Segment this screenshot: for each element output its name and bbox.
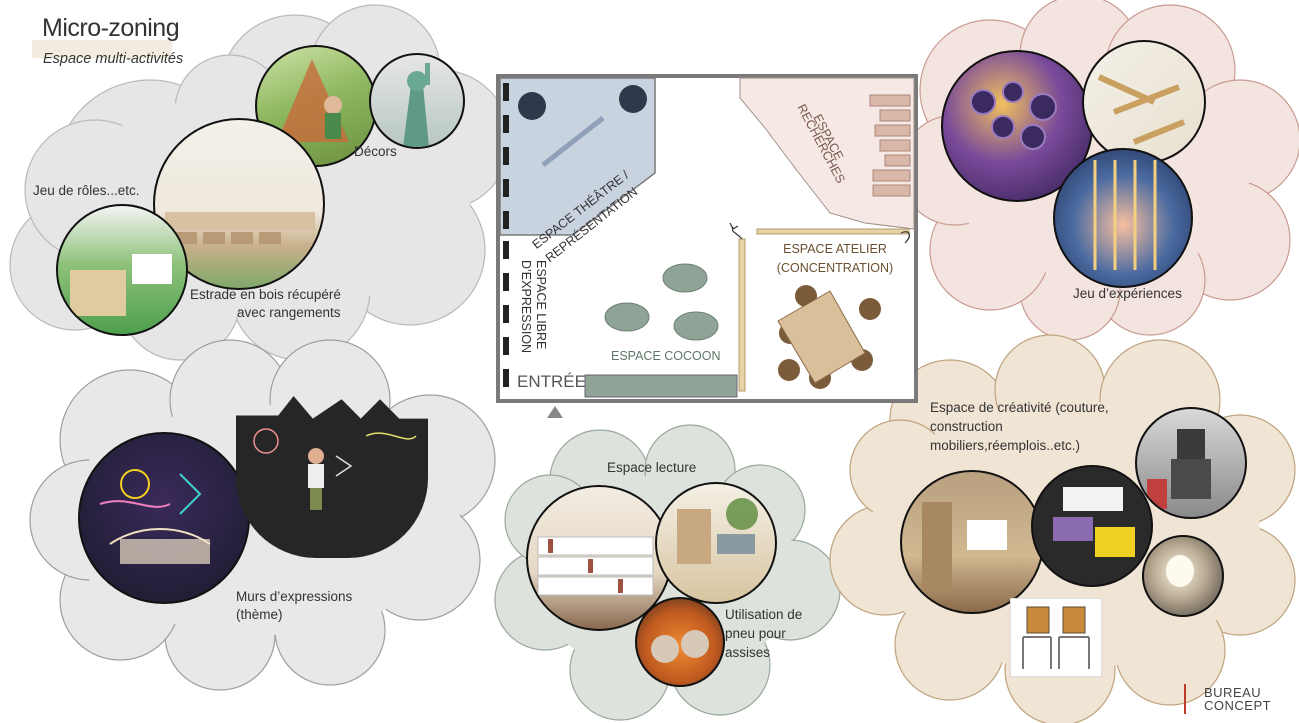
- label-estrade-2: avec rangements: [237, 305, 341, 320]
- libre-label-2: D’EXPRESSION: [519, 260, 533, 353]
- floor-plan: ESPACE THÉÂTRE / REPRÉSENTATION ESPACE L…: [496, 74, 918, 418]
- photo-robot: [1135, 407, 1247, 519]
- label-creativite-2: construction: [930, 419, 1003, 434]
- photo-pallet-furniture: [1031, 465, 1153, 587]
- photo-jeu-roles: [56, 204, 188, 336]
- photo-decors-statue: [369, 53, 465, 149]
- label-estrade-1: Estrade en bois récupéré: [190, 287, 341, 302]
- photo-chalkboard-wall: [236, 396, 428, 558]
- logo-line-2: CONCEPT: [1204, 698, 1272, 713]
- photo-tyre-seats: [635, 597, 725, 687]
- label-experiences: Jeu d’expériences: [1073, 286, 1182, 301]
- recherches-zone: [739, 77, 915, 230]
- label-pneu-2: pneu pour: [725, 626, 786, 641]
- page-subtitle: Espace multi-activités: [43, 51, 184, 67]
- logo-bar: [1184, 684, 1186, 714]
- title-highlight: [32, 40, 172, 58]
- label-decors: Décors: [354, 144, 397, 159]
- logo-line-1: BUREAU: [1204, 685, 1262, 700]
- photo-experience-light: [1053, 148, 1193, 288]
- cocoon-label: ESPACE COCOON: [611, 349, 721, 363]
- entree-label: ENTRÉE: [517, 372, 586, 391]
- label-creativite-1: Espace de créativité (couture,: [930, 400, 1109, 415]
- label-murs-1: Murs d’expressions: [236, 589, 353, 604]
- label-jeu-roles: Jeu de rôles...etc.: [33, 183, 140, 198]
- label-lecture: Espace lecture: [607, 460, 697, 475]
- libre-label-1: ESPACE LIBRE: [534, 260, 548, 349]
- label-pneu-3: assises: [725, 645, 771, 660]
- photo-woven-chairs: [1010, 598, 1102, 677]
- photo-tubes: [1082, 40, 1206, 164]
- photo-decors-teepee: [255, 45, 377, 167]
- label-pneu-1: Utilisation de: [725, 607, 803, 622]
- photo-bookshelf: [526, 485, 672, 631]
- photo-chalkboard-moose: [78, 432, 250, 604]
- photo-reading-nook: [655, 482, 777, 604]
- atelier-label-1: ESPACE ATELIER: [783, 242, 887, 256]
- page-title: Micro-zoning: [42, 14, 180, 42]
- atelier-label-2: (CONCENTRATION): [777, 261, 893, 275]
- label-murs-2: (thème): [236, 607, 283, 622]
- logo: BUREAU CONCEPT: [1204, 686, 1271, 712]
- photo-lamp: [1142, 535, 1224, 617]
- photo-workshop: [900, 470, 1044, 614]
- label-creativite-3: mobiliers,réemplois..etc.): [930, 438, 1081, 453]
